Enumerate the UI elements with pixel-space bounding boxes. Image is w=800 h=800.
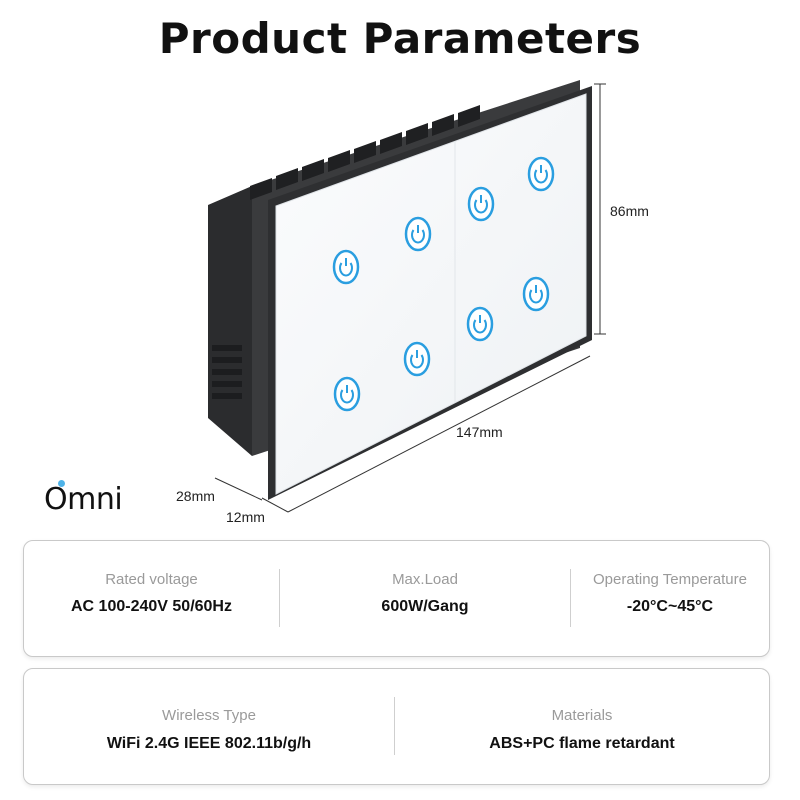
spec-value: ABS+PC flame retardant — [489, 735, 675, 752]
spec-divider — [570, 569, 571, 627]
spec-value: -20°C~45°C — [626, 598, 714, 615]
page-title: Product Parameters — [158, 14, 642, 63]
touch-button-8 — [522, 276, 550, 312]
spec-rated-voltage: Rated voltage AC 100-240V 50/60Hz — [24, 541, 279, 656]
spec-max-load: Max.Load 600W/Gang — [280, 541, 570, 656]
spec-operating-temperature: Operating Temperature -20°C~45°C — [571, 541, 769, 656]
touch-button-5 — [333, 376, 361, 412]
power-icon — [410, 354, 424, 369]
touch-button-1 — [332, 249, 360, 285]
power-icon — [473, 319, 487, 334]
switch-product-image — [208, 80, 606, 513]
power-icon — [474, 199, 488, 214]
depth-dimension: 28mm — [176, 488, 215, 504]
height-dimension: 86mm — [610, 203, 649, 219]
touch-button-7 — [466, 306, 494, 342]
spec-label: Operating Temperature — [593, 571, 747, 588]
touch-button-4 — [527, 156, 555, 192]
spec-materials: Materials ABS+PC flame retardant — [395, 669, 769, 784]
spec-divider — [279, 569, 280, 627]
power-icon — [411, 229, 425, 244]
spec-wireless-type: Wireless Type WiFi 2.4G IEEE 802.11b/g/h — [24, 669, 394, 784]
power-icon — [529, 289, 543, 304]
touch-button-2 — [404, 216, 432, 252]
touch-button-3 — [467, 186, 495, 222]
spec-label: Rated voltage — [105, 571, 198, 588]
spec-value: AC 100-240V 50/60Hz — [71, 598, 232, 615]
brand-logo-dot — [58, 480, 65, 487]
power-icon — [534, 169, 548, 184]
spec-label: Materials — [551, 707, 613, 724]
spec-label: Max.Load — [392, 571, 458, 588]
spec-label: Wireless Type — [162, 707, 256, 724]
touch-button-6 — [403, 341, 431, 377]
specs-card-primary: Rated voltage AC 100-240V 50/60Hz Max.Lo… — [23, 540, 770, 657]
spec-value: WiFi 2.4G IEEE 802.11b/g/h — [106, 735, 312, 752]
power-icon — [339, 262, 353, 277]
power-icon — [340, 389, 354, 404]
specs-card-secondary: Wireless Type WiFi 2.4G IEEE 802.11b/g/h… — [23, 668, 770, 785]
width-dimension: 147mm — [456, 424, 503, 440]
brand-logo: Omni — [44, 482, 123, 517]
spec-value: 600W/Gang — [381, 598, 469, 615]
panel-thickness-dimension: 12mm — [226, 509, 265, 525]
spec-divider — [394, 697, 395, 755]
housing-vents — [250, 105, 480, 200]
